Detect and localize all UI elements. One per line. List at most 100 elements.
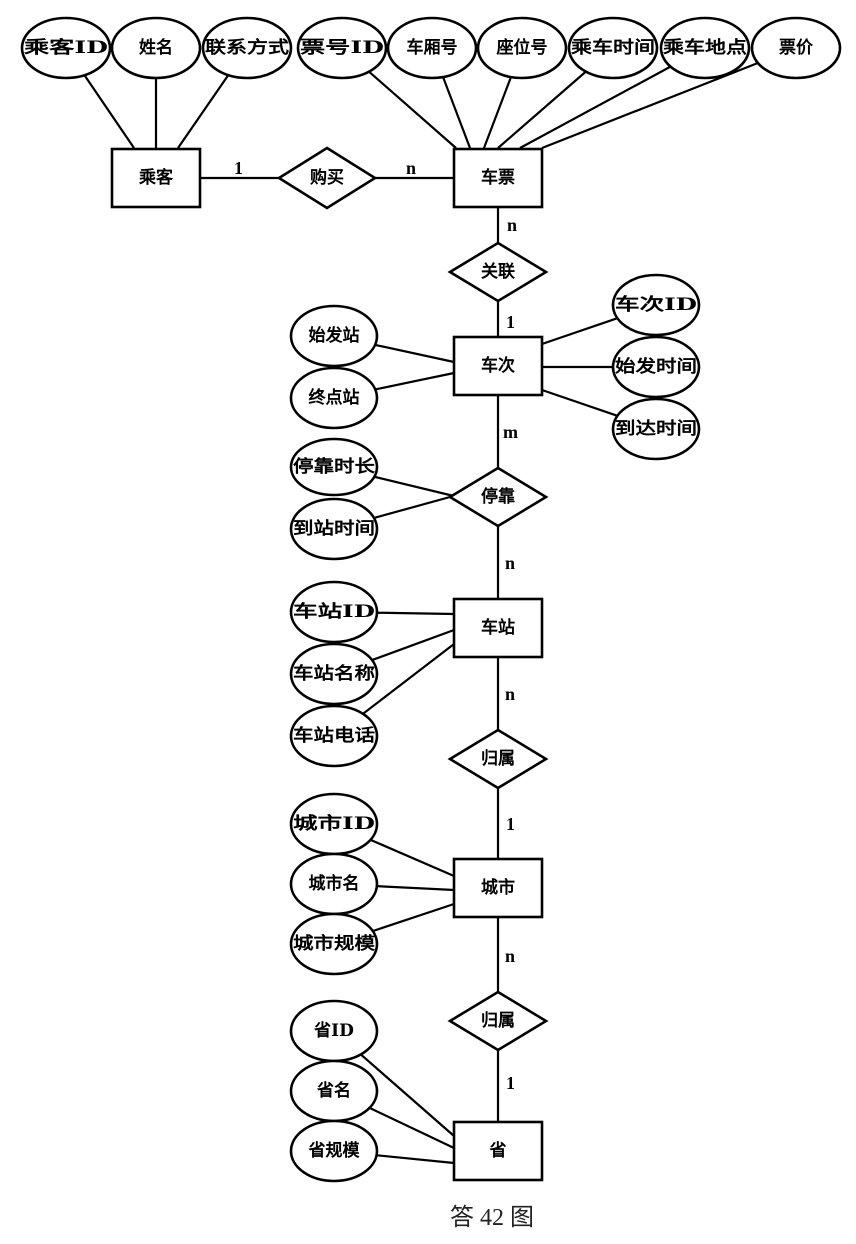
attribute-line	[369, 1106, 455, 1149]
attribute-line	[376, 1154, 455, 1165]
attribute-line	[541, 61, 759, 150]
entity-city: 城市	[452, 857, 544, 919]
attribute-label: 票号ID	[300, 38, 384, 58]
attribute-label: 车站电话	[293, 725, 375, 746]
attribute-label: 始发时间	[615, 356, 697, 377]
attribute-station: 车站电话	[289, 704, 379, 768]
relationship-label: 停靠	[481, 486, 515, 507]
relationship-diamond	[276, 146, 378, 210]
attribute-province: 省ID	[289, 999, 379, 1063]
attribute-label: 终点站	[309, 387, 360, 408]
attribute-ellipse	[296, 16, 388, 80]
cardinality-label: n	[507, 215, 517, 235]
entity-box	[452, 147, 544, 209]
attribute-ticket: 票号ID	[296, 16, 388, 80]
attribute-ellipse	[110, 16, 202, 80]
attribute-label: 车站ID	[293, 601, 375, 622]
attribute-ellipse	[659, 16, 751, 80]
cardinality-label: 1	[234, 158, 243, 178]
attribute-label: 姓名	[139, 37, 173, 58]
attribute-label: 座位号	[497, 37, 548, 58]
attribute-line	[373, 495, 451, 520]
entity-box	[452, 335, 544, 397]
attribute-train: 车次ID	[611, 273, 701, 337]
entity-box	[110, 147, 202, 209]
attribute-ellipse	[289, 497, 379, 561]
attribute-line	[541, 317, 618, 346]
entity-label: 省	[489, 1140, 507, 1161]
attribute-ellipse	[567, 16, 659, 80]
attribute-ellipse	[476, 16, 568, 80]
attribute-label: 车次ID	[615, 294, 697, 315]
cardinality-label: 1	[506, 814, 515, 834]
relationship-diamond	[447, 990, 549, 1052]
attribute-ellipse	[20, 16, 112, 80]
attribute-label: 城市规模	[293, 933, 376, 954]
entity-label: 车站	[481, 617, 515, 638]
attribute-line	[376, 885, 455, 892]
attribute-ellipse	[750, 16, 842, 80]
attribute-line	[368, 70, 457, 149]
attribute-line	[370, 838, 455, 878]
attribute-label: 省规模	[308, 1140, 361, 1161]
attribute-ellipse	[289, 366, 379, 430]
attribute-label: 城市名	[309, 873, 360, 894]
attribute-line	[497, 70, 587, 149]
relationship-label: 关联	[481, 261, 515, 282]
attribute-line	[362, 643, 455, 715]
cardinality-label: n	[505, 684, 515, 704]
attribute-label: 城市ID	[293, 813, 375, 834]
entity-label: 乘客	[138, 167, 174, 188]
cardinality-label: n	[505, 946, 515, 966]
attribute-ellipse	[611, 273, 701, 337]
attribute-line	[177, 74, 230, 149]
attribute-ellipse	[289, 704, 379, 768]
attribute-ellipse	[289, 304, 379, 368]
attribute-ellipse	[289, 912, 379, 976]
attribute-ticket: 乘车地点	[659, 16, 751, 80]
entity-label: 城市	[481, 877, 515, 898]
attribute-ellipse	[611, 335, 701, 399]
entity-station: 车站	[452, 597, 544, 659]
relationship-label: 归属	[481, 1010, 515, 1031]
attribute-station: 车站名称	[289, 642, 379, 706]
attribute-ticket: 车厢号	[386, 16, 478, 80]
attribute-ellipse	[201, 16, 293, 80]
relationship-label: 购买	[310, 167, 344, 188]
cardinality-label: 1	[506, 1073, 515, 1093]
attribute-city: 城市名	[289, 852, 379, 916]
attribute-line	[83, 74, 135, 149]
entity-province: 省	[452, 1120, 544, 1182]
relationship-diamond	[447, 241, 549, 303]
attribute-ellipse	[386, 16, 478, 80]
entity-box	[452, 597, 544, 659]
attribute-ticket: 票价	[750, 16, 842, 80]
attribute-line	[360, 1053, 455, 1137]
attribute-line	[541, 388, 618, 417]
entity-label: 车次	[481, 355, 515, 376]
entity-box	[452, 1120, 544, 1182]
attribute-line	[482, 76, 512, 149]
relationship-belong1: 归属 n 1	[447, 684, 549, 834]
relationship-belong2: 归属 n 1	[447, 946, 549, 1093]
attribute-train: 始发站	[289, 304, 379, 368]
attribute-passenger: 联系方式	[201, 16, 293, 80]
attribute-label: 停靠时长	[293, 456, 376, 477]
attribute-ellipse	[289, 437, 379, 497]
attribute-ellipse	[289, 1119, 379, 1183]
entity-train: 车次	[452, 335, 544, 397]
attribute-line	[374, 343, 455, 364]
cardinality-label: 1	[506, 312, 515, 332]
attribute-label: 联系方式	[205, 37, 289, 58]
attribute-line	[374, 371, 455, 391]
entity-label: 车票	[481, 167, 515, 188]
attribute-stop: 停靠时长	[289, 437, 379, 497]
relationship-label: 归属	[481, 748, 515, 769]
attribute-line	[376, 611, 455, 616]
figure-caption: 答 42 图	[450, 1204, 534, 1231]
cardinality-label: m	[503, 422, 518, 442]
entity-passenger: 乘客	[110, 147, 202, 209]
attribute-city: 城市ID	[289, 792, 379, 856]
